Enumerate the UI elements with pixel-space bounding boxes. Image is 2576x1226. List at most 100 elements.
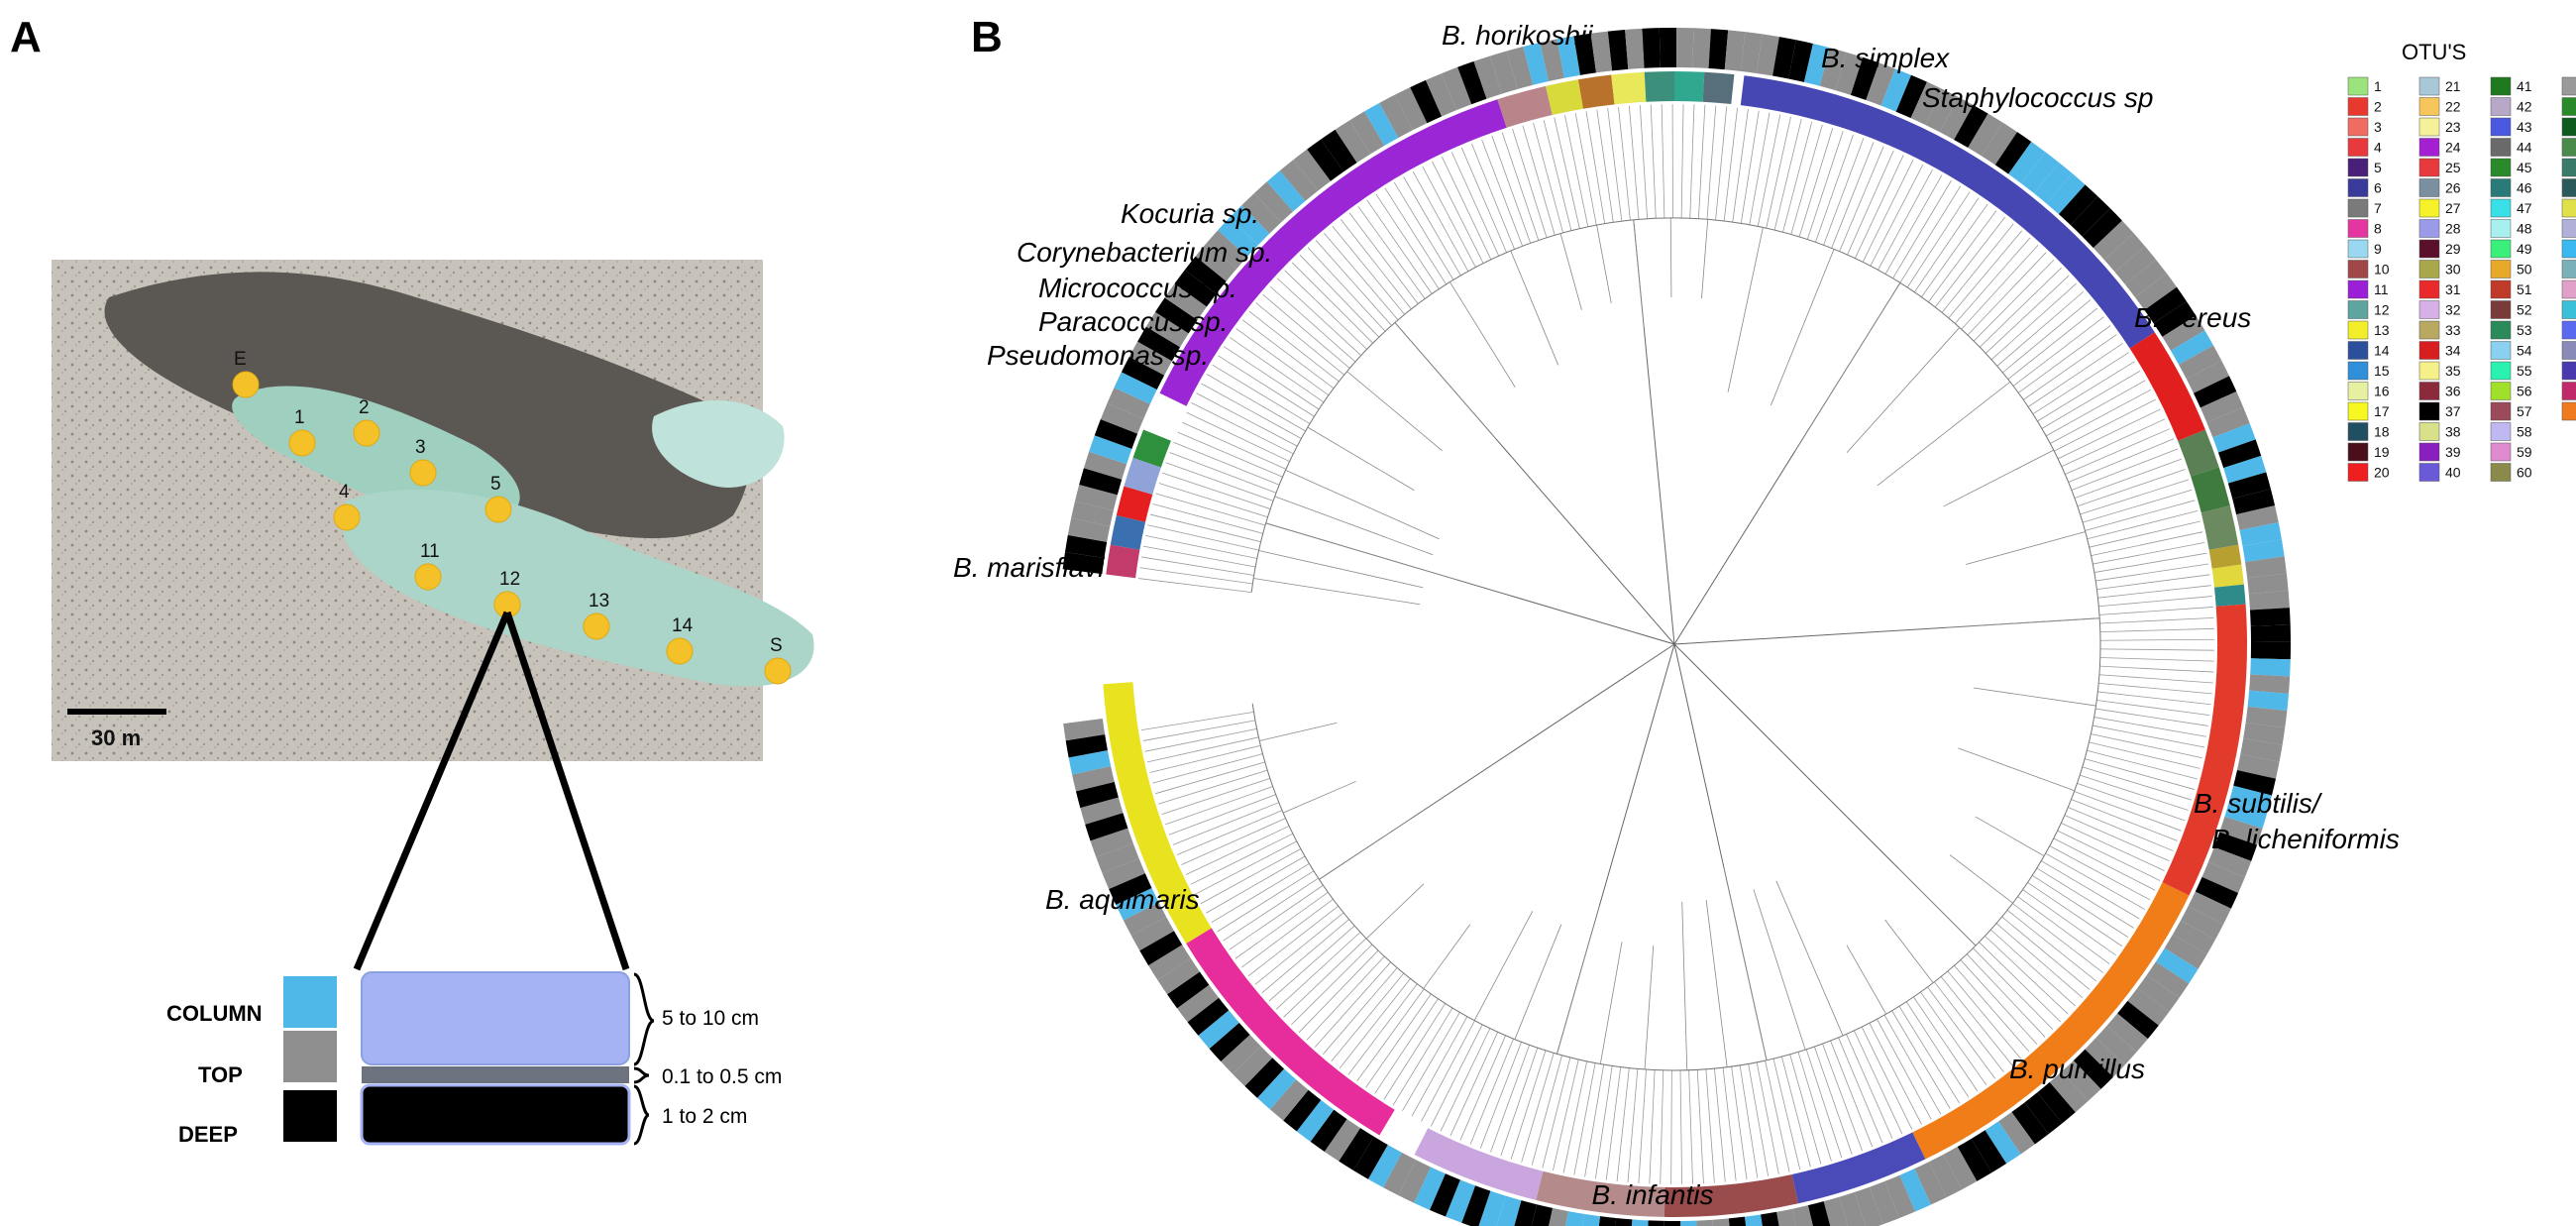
sample-layer-segment	[2061, 1060, 2101, 1101]
sample-layer-segment	[1383, 1152, 1417, 1196]
tree-branch	[1748, 1063, 1770, 1176]
tree-branch	[1162, 472, 1271, 509]
tree-branch	[1201, 383, 1302, 439]
site-marker	[414, 563, 442, 591]
tree-branch	[1172, 802, 1279, 845]
sample-layer-segment	[1807, 1201, 1831, 1226]
sample-layer-segment	[2200, 391, 2244, 423]
tree-branch	[1206, 855, 1306, 914]
deep-branch	[1455, 579, 1675, 645]
legend-swatch	[2561, 239, 2576, 259]
sample-layer-segment	[1506, 47, 1534, 89]
sub-branch	[1919, 889, 1977, 947]
legend-swatch	[2418, 158, 2440, 177]
tree-branch	[1797, 1052, 1832, 1162]
tree-branch	[1234, 891, 1329, 959]
tree-branch	[1217, 870, 1315, 933]
top-swatch	[283, 1031, 337, 1082]
tree-branch	[1501, 132, 1540, 241]
tree-branch	[2096, 700, 2210, 717]
legend-swatch	[2347, 442, 2369, 462]
sample-layer-segment	[2206, 406, 2250, 438]
tree-branch	[2027, 343, 2123, 407]
sample-layer-segment	[1206, 230, 1247, 270]
legend-swatch	[2347, 300, 2369, 319]
sub-branch	[1599, 942, 1623, 1064]
sample-layer-segment	[2034, 162, 2073, 204]
tree-branch	[1627, 1068, 1639, 1183]
tree-branch	[2089, 741, 2200, 769]
top-depth: 0.1 to 0.5 cm	[662, 1065, 782, 1088]
tree-branch	[1147, 736, 1259, 763]
tree-branch	[1176, 810, 1283, 855]
legend-otu-number: 18	[2374, 424, 2390, 440]
legend-otu-number: 15	[2374, 363, 2390, 379]
legend-swatch	[2418, 76, 2440, 96]
tree-branch	[1714, 1068, 1726, 1182]
legend-swatch	[2347, 178, 2369, 197]
tree-branch	[1155, 761, 1265, 795]
tree-branch	[1500, 1048, 1539, 1157]
legend-otu-number: 6	[2374, 180, 2382, 196]
legend-otu-number: 45	[2517, 160, 2532, 175]
legend-otu-number: 53	[2517, 322, 2532, 338]
legend-swatch	[2490, 341, 2512, 360]
sample-layer-segment	[2249, 608, 2291, 626]
legend-swatch	[2561, 178, 2576, 197]
legend-swatch	[2561, 198, 2576, 218]
sample-layer-segment	[1680, 1220, 1697, 1226]
sample-layer-segment	[1139, 931, 1183, 966]
tree-branch	[1838, 1037, 1883, 1144]
sample-layer-segment	[1364, 102, 1399, 146]
legend-swatch	[2490, 382, 2512, 400]
legend-otu-number: 58	[2517, 424, 2532, 440]
tree-branch	[1223, 877, 1319, 942]
tree-branch	[1177, 431, 1283, 478]
tree-branch	[1790, 124, 1823, 235]
tree-branch	[1806, 131, 1844, 240]
tree-branch	[1430, 1024, 1483, 1127]
sample-layer-segment	[2250, 658, 2291, 677]
legend-swatch	[2418, 382, 2440, 400]
legend-otu-number: 48	[2517, 221, 2532, 237]
tree-branch	[1181, 818, 1286, 865]
tree-branch	[1283, 938, 1367, 1018]
tree-branch	[1307, 247, 1386, 332]
sample-layer-segment	[1514, 1200, 1538, 1226]
taxon-label: Corynebacterium sp.	[1017, 237, 1272, 268]
sample-layer-segment	[1792, 1205, 1813, 1226]
tree-branch	[2045, 380, 2146, 437]
top-label: TOP	[198, 1062, 243, 1087]
legend-swatch	[2347, 138, 2369, 157]
tree-branch	[1490, 1045, 1531, 1153]
tree-branch	[1144, 727, 1257, 752]
sample-layer-segment	[1914, 1162, 1947, 1205]
sample-layer-segment	[2095, 1025, 2137, 1065]
tree-branch	[1185, 826, 1290, 875]
tree-branch	[1229, 884, 1324, 950]
tree-branch	[1985, 275, 2070, 354]
tree-branch	[1459, 1035, 1506, 1141]
sample-layer-segment	[1130, 917, 1174, 951]
tree-branch	[1158, 769, 1268, 805]
otu-ring-segment	[1545, 79, 1583, 116]
lagoon-north	[232, 386, 520, 521]
tree-branch	[1284, 270, 1367, 350]
sample-layer-segment	[2173, 920, 2216, 954]
tree-branch	[1823, 138, 1865, 246]
tree-branch	[1697, 104, 1706, 219]
tree-branch	[1722, 1067, 1737, 1181]
tree-branch	[2065, 428, 2170, 475]
tree-branch	[1862, 160, 1914, 263]
tree-branch	[1605, 1066, 1622, 1180]
tree-branch	[1877, 1019, 1932, 1120]
tree-branch	[1161, 777, 1270, 815]
sample-layer-segment	[1335, 120, 1371, 164]
sub-branch	[1958, 747, 2075, 792]
tree-branch	[2017, 896, 2110, 964]
legend-otu-number: 59	[2517, 444, 2532, 460]
tree-branch	[1995, 923, 2084, 999]
tree-branch	[1706, 105, 1717, 220]
sample-layer-segment	[2217, 439, 2262, 469]
tree-branch	[1347, 983, 1418, 1075]
